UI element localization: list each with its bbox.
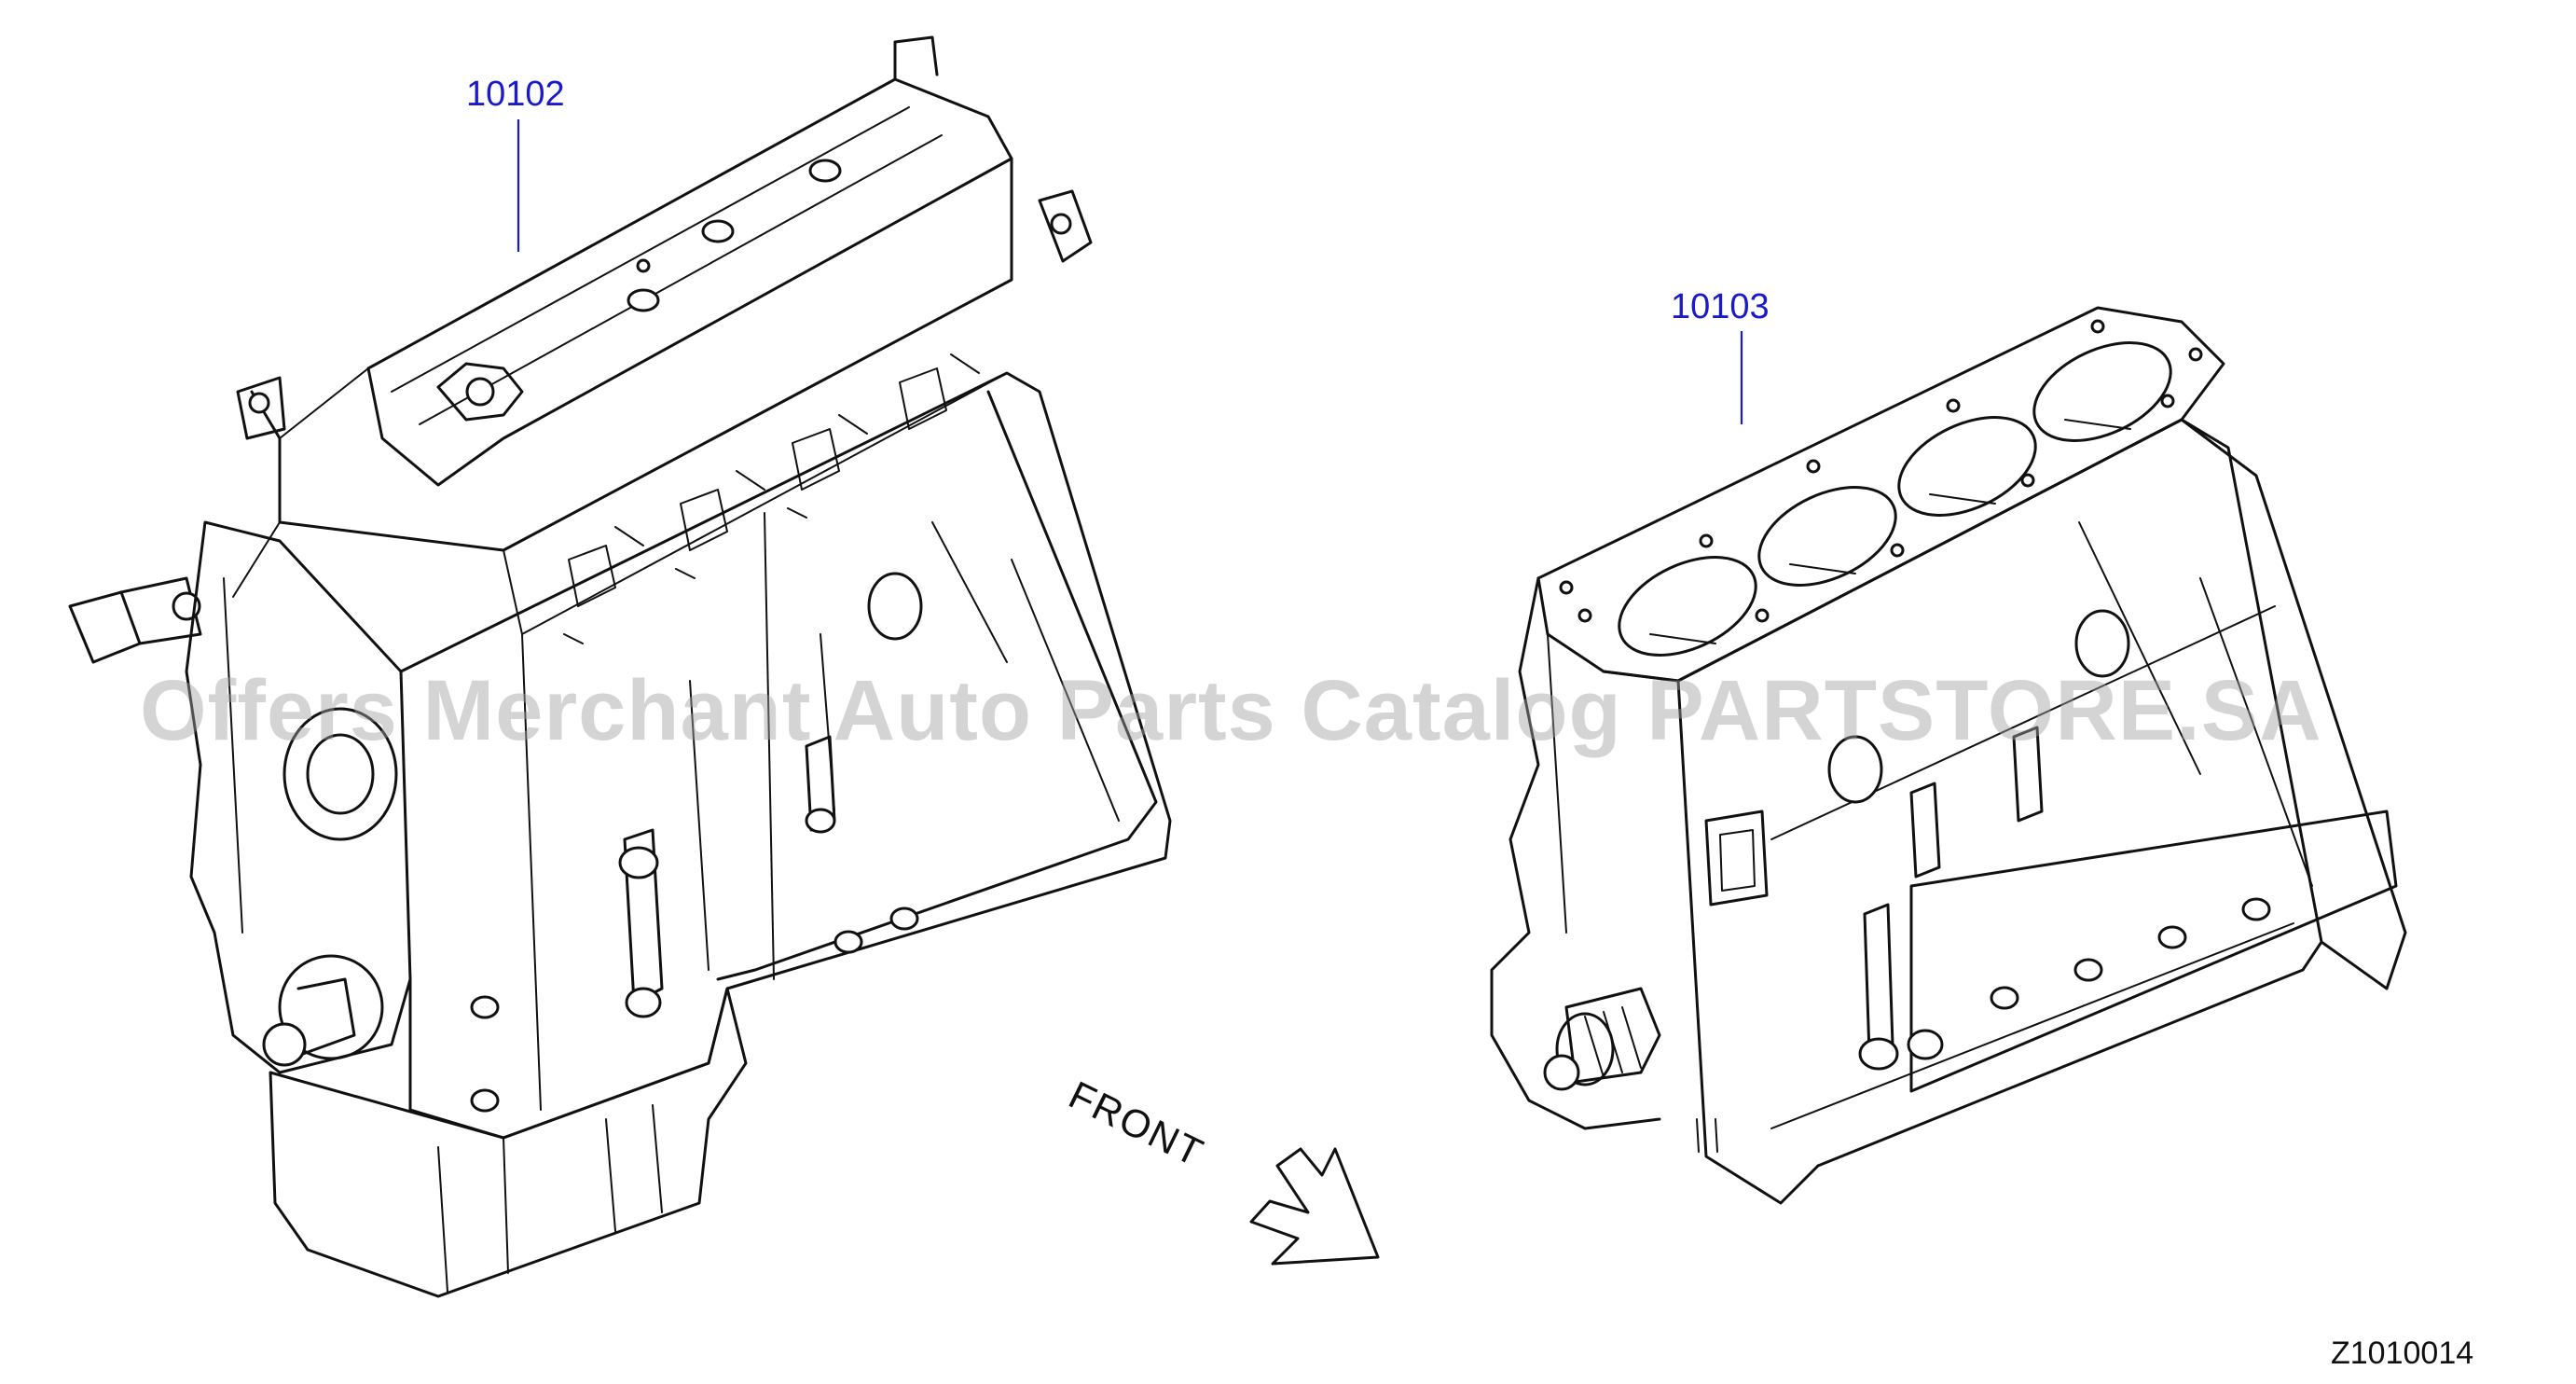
engine-assembly-10102-drawing	[68, 35, 1172, 1298]
front-direction-arrow	[1249, 1147, 1380, 1266]
engine-assembly-10103-drawing	[1490, 306, 2407, 1205]
watermark-text: Offers Merchant Auto Parts Catalog PARTS…	[140, 663, 2322, 758]
callout-10102-label[interactable]: 10102	[466, 75, 565, 114]
figure-id: Z1010014	[2331, 1336, 2474, 1371]
callout-10103-label[interactable]: 10103	[1671, 287, 1770, 326]
